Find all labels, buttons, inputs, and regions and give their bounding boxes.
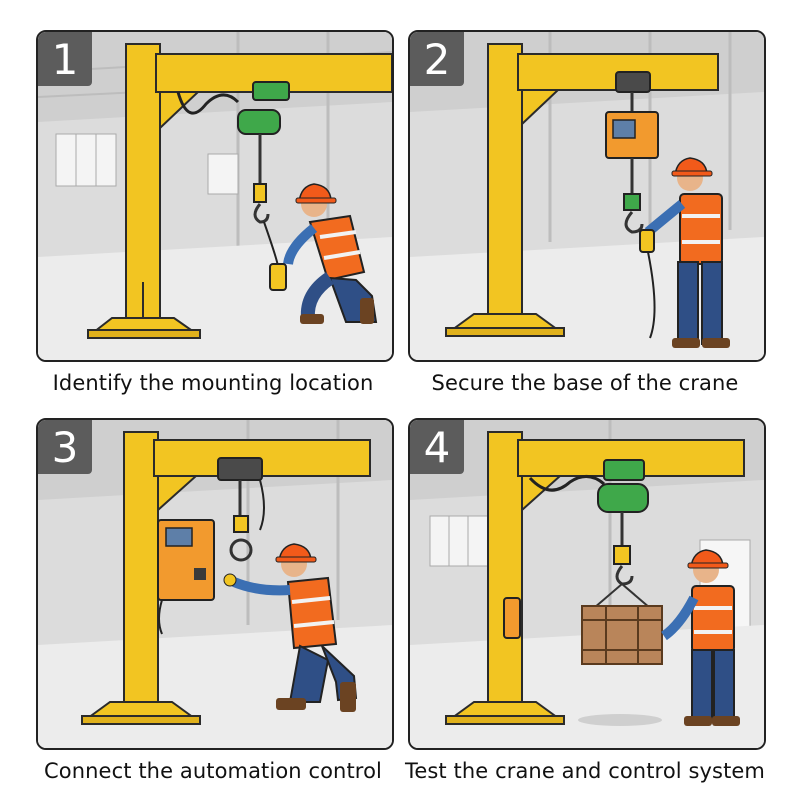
step-caption: Identify the mounting location [52, 371, 374, 395]
electric-hoist-icon [597, 459, 649, 586]
step-1-illustration [38, 32, 392, 360]
step-caption: Secure the base of the crane [431, 371, 739, 395]
jib-crane-icon [87, 43, 392, 339]
step-number-badge: 1 [38, 32, 92, 86]
step-panel-4: 4 [408, 418, 766, 750]
step-panel-3: 3 [36, 418, 394, 750]
step-caption: Connect the automation control [44, 759, 382, 783]
step-number-badge: 3 [38, 420, 92, 474]
wooden-crate-icon [581, 605, 663, 665]
worker-icon [223, 543, 358, 712]
pendant-controller-icon [639, 229, 655, 253]
step-4-illustration [410, 420, 764, 748]
step-2-illustration [410, 32, 764, 360]
step-number-badge: 2 [410, 32, 464, 86]
control-box-icon [605, 71, 659, 234]
step-3-illustration [38, 420, 392, 748]
step-panel-1: 1 [36, 30, 394, 362]
control-box-icon [157, 519, 215, 635]
electric-hoist-icon [237, 81, 290, 224]
step-caption: Test the crane and control system [405, 759, 765, 783]
pendant-controller-icon [269, 263, 287, 291]
worker-icon [283, 183, 378, 324]
step-number-badge: 4 [410, 420, 464, 474]
worker-icon [661, 549, 740, 726]
step-panel-2: 2 [408, 30, 766, 362]
worker-icon [644, 157, 730, 348]
jib-crane-icon [445, 431, 745, 725]
